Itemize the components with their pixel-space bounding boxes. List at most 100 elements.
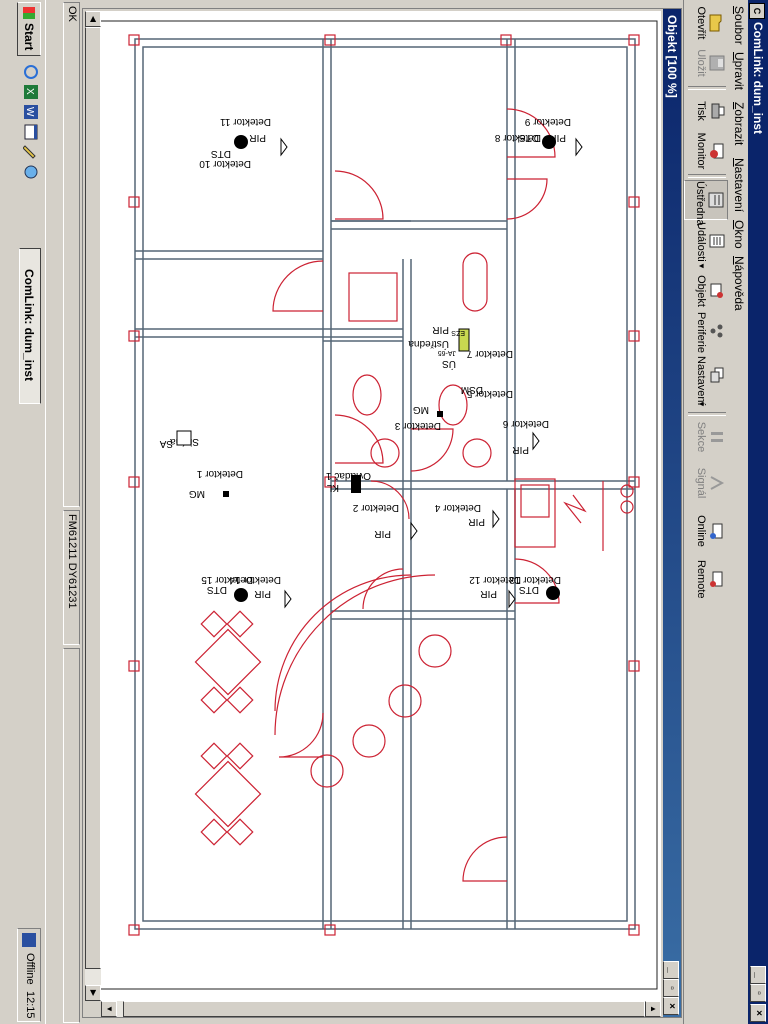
scroll-left-icon[interactable]: ◀ xyxy=(85,11,101,27)
dts-icon xyxy=(542,135,556,149)
settings-dropdown-icon[interactable]: ▼ xyxy=(697,400,706,408)
maximize-button[interactable]: ▫ xyxy=(750,984,766,1002)
peripherals-label: Periferie xyxy=(695,312,707,353)
settings-button[interactable]: Nastavení xyxy=(686,356,728,406)
object-button[interactable]: Objekt xyxy=(686,272,728,310)
events-button[interactable]: Události xyxy=(686,222,728,262)
toolbar-separator xyxy=(688,86,726,90)
detector-1: Detektor 1MG xyxy=(189,468,243,499)
remote-button[interactable]: Remote xyxy=(686,560,728,599)
monitor-button[interactable]: Monitor xyxy=(686,132,728,170)
window-icon[interactable] xyxy=(23,124,39,140)
title-bar: C ComLink: dum_inst _ ▫ × xyxy=(748,0,768,1024)
child-minimize-button[interactable]: _ xyxy=(663,961,679,979)
status-modules: FM61211 DY61231 xyxy=(63,510,80,645)
ie-icon[interactable] xyxy=(23,64,39,80)
mg-label: MG xyxy=(189,488,205,499)
close-button[interactable]: × xyxy=(750,1004,766,1022)
vertical-scrollbar[interactable]: ▲ ▼ xyxy=(101,1001,661,1017)
pir-icon xyxy=(575,137,583,157)
save-button[interactable]: Uložit xyxy=(686,44,728,82)
horizontal-scrollbar[interactable]: ◀ ▶ xyxy=(85,11,101,1001)
open-label: Otevřít xyxy=(695,6,707,40)
events-icon xyxy=(709,234,725,248)
panel-icon xyxy=(708,192,724,208)
scroll-down-icon[interactable]: ▼ xyxy=(101,1001,117,1017)
detector-3: Detektor 3MG xyxy=(394,404,443,431)
tray-app-icon[interactable] xyxy=(22,933,36,947)
menu-file[interactable]: Soubor xyxy=(732,6,746,45)
pir-icon xyxy=(532,431,540,451)
events-label: Události xyxy=(695,222,707,262)
start-label: Start xyxy=(22,23,36,51)
detector-14-label: Detektor 14 xyxy=(229,574,281,585)
dts-icon xyxy=(234,135,248,149)
model-label: JA-65 xyxy=(438,349,456,356)
toolbar-separator xyxy=(688,412,726,416)
dts-label: DTS xyxy=(519,584,539,595)
network-icon[interactable] xyxy=(23,164,39,180)
scroll-right-icon[interactable]: ▶ xyxy=(85,985,101,1001)
minimize-button[interactable]: _ xyxy=(750,966,766,984)
pir-label: PIR xyxy=(374,528,391,539)
pir-label: PIR xyxy=(432,324,449,335)
detector-5-label: Detektor 5 xyxy=(466,388,513,399)
app-icon[interactable]: C xyxy=(749,3,765,19)
pir-icon xyxy=(284,589,292,609)
sections-button[interactable]: Sekce xyxy=(686,418,728,456)
excel-icon[interactable]: X xyxy=(23,84,39,100)
print-button[interactable]: Tisk xyxy=(686,92,728,130)
signal-button[interactable]: Signál xyxy=(686,464,728,502)
menu-help[interactable]: Nápověda xyxy=(732,256,746,311)
menu-settings[interactable]: Nastavení xyxy=(732,158,746,213)
detector-12-label: Detektor 12 xyxy=(469,574,521,585)
dts-label: DTS xyxy=(207,584,227,595)
vertical-scroll-thumb[interactable] xyxy=(123,1001,645,1017)
horizontal-scroll-thumb[interactable] xyxy=(85,27,101,969)
dsm-label: DSM xyxy=(461,384,483,395)
doors xyxy=(272,108,560,882)
control-panel-button[interactable]: Ústředna xyxy=(684,180,728,226)
sa-label: SA xyxy=(159,438,173,449)
menu-window[interactable]: Okno xyxy=(732,220,746,249)
taskbar-comlink-button[interactable]: ComLink: dum_inst xyxy=(19,248,41,404)
task-label: ComLink: dum_inst xyxy=(22,269,36,382)
svg-text:W: W xyxy=(24,107,35,117)
printer-icon xyxy=(711,103,725,119)
online-button[interactable]: Online xyxy=(686,512,728,550)
menu-edit[interactable]: Upravit xyxy=(732,52,746,91)
object-window-titlebar: Objekt [100 %] _ ▫ × xyxy=(663,9,681,1017)
mg-sensor-icon xyxy=(437,411,443,417)
dts-label: DTS xyxy=(519,132,539,143)
word-icon[interactable]: W xyxy=(23,104,39,120)
pencil-icon[interactable] xyxy=(23,144,39,160)
signal-icon xyxy=(710,476,725,490)
object-window: Objekt [100 %] _ ▫ × xyxy=(82,8,682,1018)
peripherals-button[interactable]: Periferie xyxy=(686,312,728,353)
pir-label: PIR xyxy=(468,516,485,527)
offline-indicator[interactable]: Offline xyxy=(24,953,36,985)
child-maximize-button[interactable]: ▫ xyxy=(663,979,679,997)
events-dropdown-icon[interactable]: ▼ xyxy=(697,262,706,270)
object-icon xyxy=(710,283,723,298)
start-button[interactable]: Start xyxy=(17,2,41,56)
detector-15-label: Detektor 15 xyxy=(201,574,253,585)
scroll-up-icon[interactable]: ▲ xyxy=(645,1001,661,1017)
monitor-icon xyxy=(710,143,724,159)
ezs-module xyxy=(458,328,470,352)
monitor-label: Monitor xyxy=(695,132,707,170)
child-close-button[interactable]: × xyxy=(663,997,679,1015)
kitchen-counter xyxy=(514,478,634,551)
dts-label: DTS xyxy=(211,148,231,159)
open-button[interactable]: Otevřít xyxy=(686,4,728,42)
windows-logo-icon xyxy=(23,7,35,19)
menu-view[interactable]: Zobrazit xyxy=(732,102,746,146)
clock[interactable]: 12:15 xyxy=(24,991,36,1019)
